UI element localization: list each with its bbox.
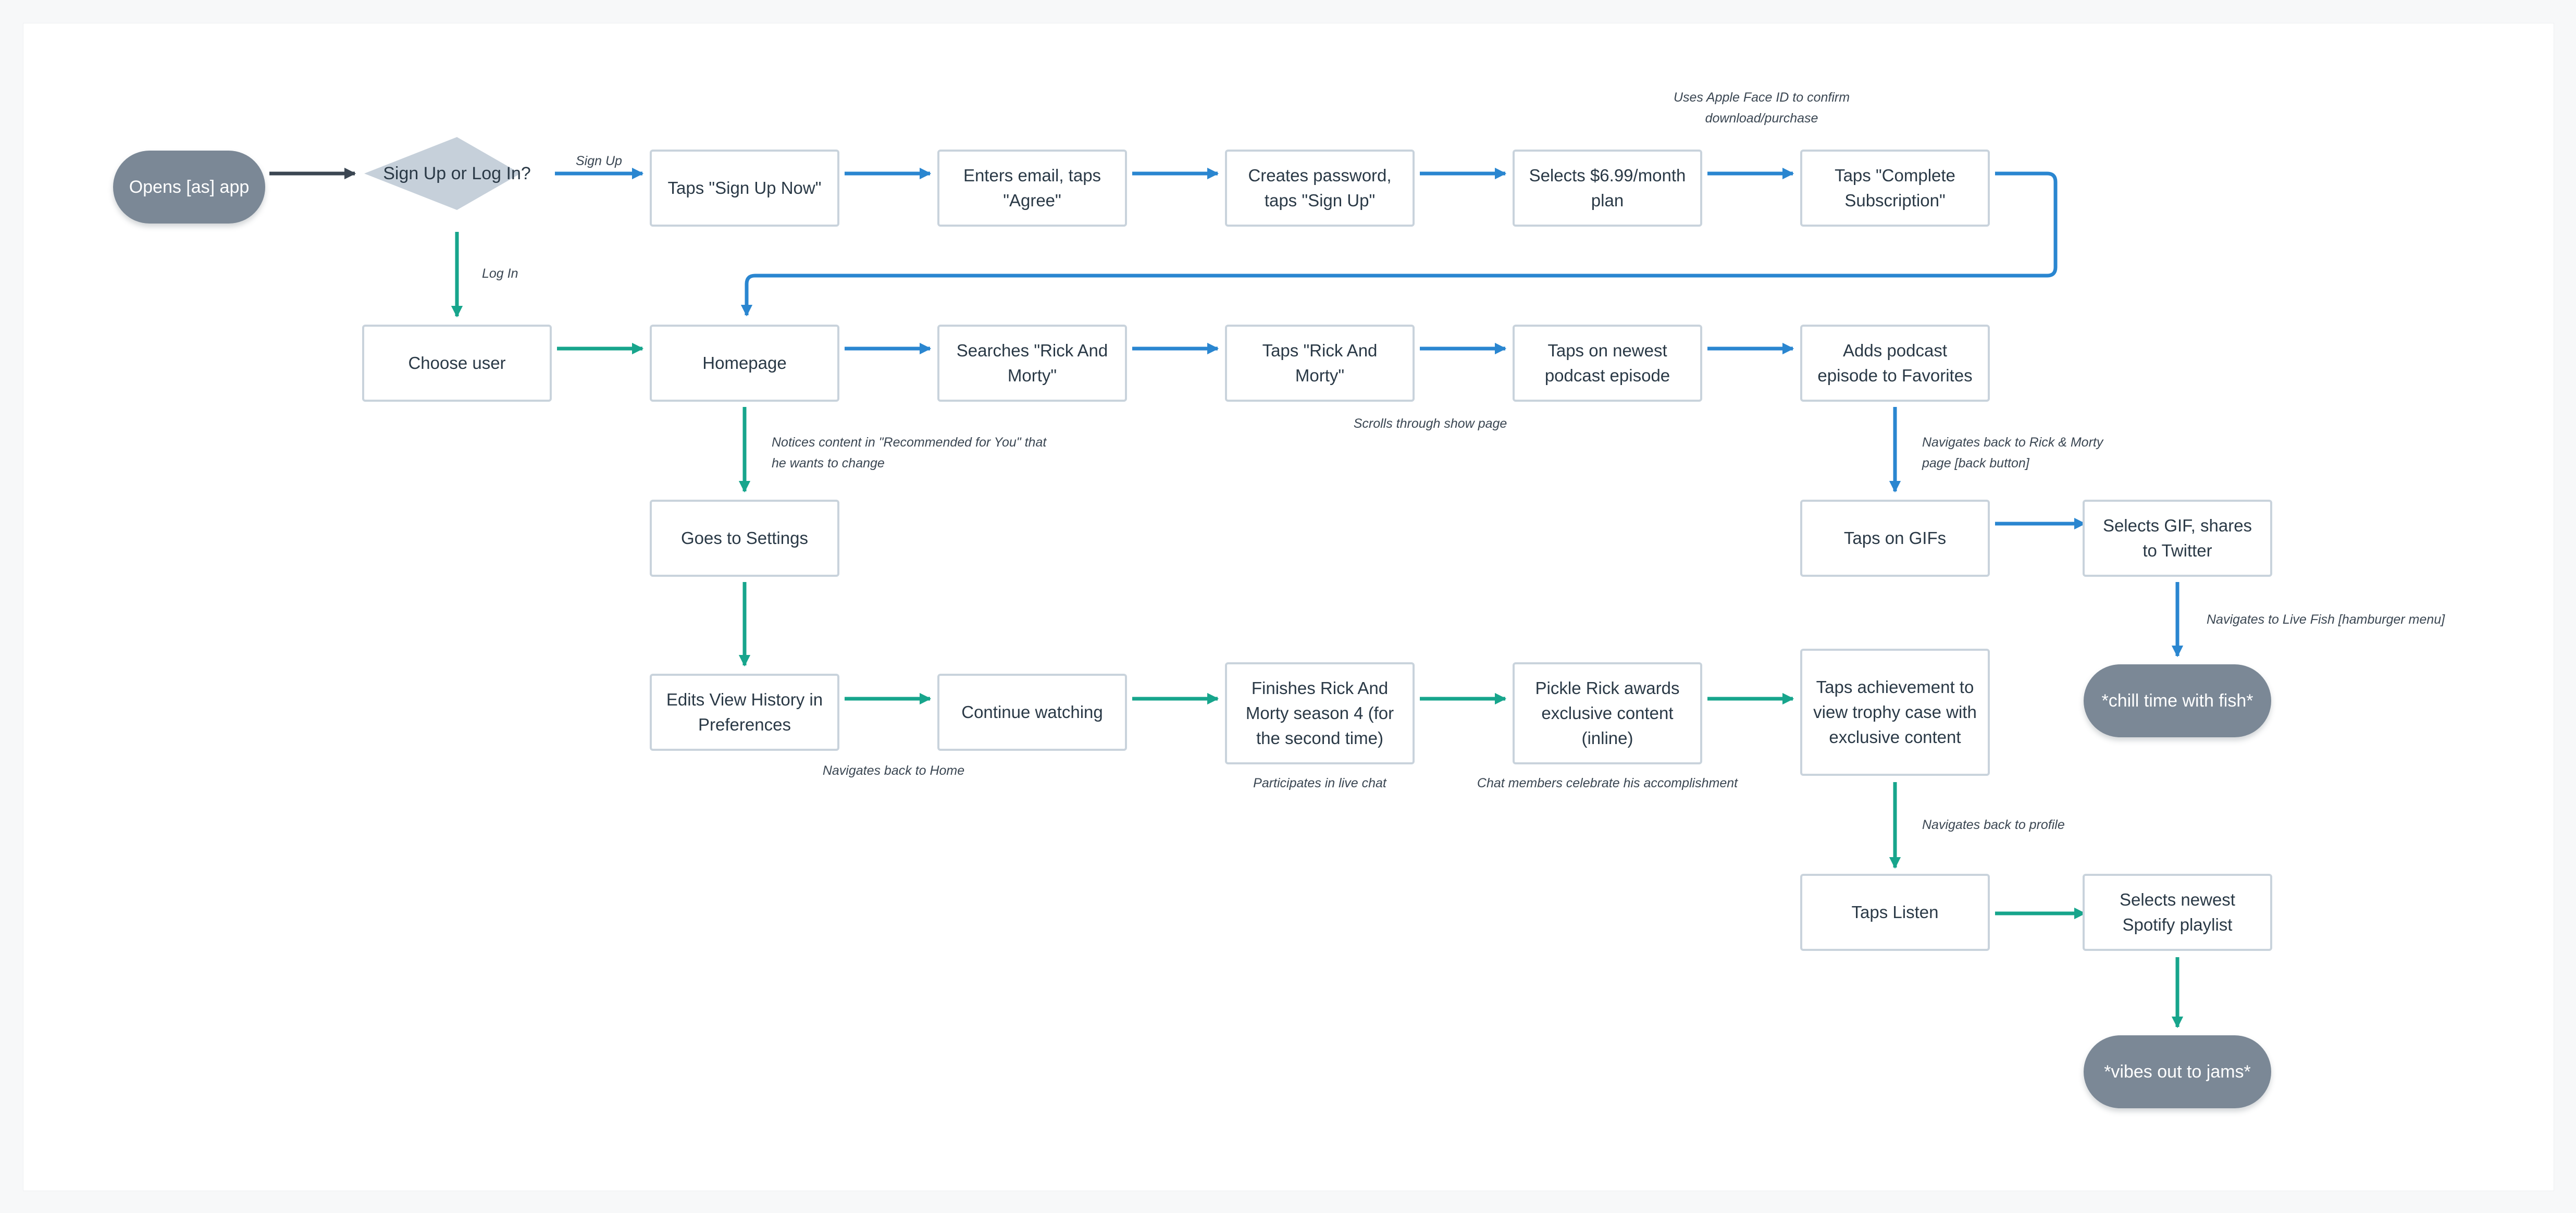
- complete-subscription-step: Taps "Complete Subscription": [1800, 150, 1990, 227]
- create-password-step: Creates password, taps "Sign Up": [1225, 150, 1415, 227]
- scroll-note: Scrolls through show page: [1353, 416, 1507, 431]
- live-fish-note: Navigates to Live Fish [hamburger menu]: [2207, 612, 2445, 627]
- spotify-step: Selects newest Spotify playlist: [2083, 874, 2272, 951]
- taps-sign-up-now-step: Taps "Sign Up Now": [650, 150, 839, 227]
- face-id-note: Uses Apple Face ID to confirm download/p…: [1673, 90, 1850, 126]
- navigates-home-note: Navigates back to Home: [822, 763, 965, 778]
- flow-canvas: Opens [as] app Sign Up or Log In? Sign U…: [23, 23, 2554, 1191]
- selects-gif-step: Selects GIF, shares to Twitter: [2083, 500, 2272, 577]
- signup-branch-label: Sign Up: [576, 154, 622, 168]
- goes-to-settings-step: Goes to Settings: [650, 500, 839, 577]
- homepage-step: Homepage: [650, 325, 839, 402]
- select-plan-step: Selects $6.99/month plan: [1513, 150, 1702, 227]
- chill-end-terminal: *chill time with fish*: [2084, 664, 2271, 737]
- arrow-complete-to-homepage: [740, 171, 2058, 317]
- back-to-show-note: Navigates back to Rick & Morty page [bac…: [1922, 435, 2103, 471]
- continue-watching-step: Continue watching: [937, 674, 1127, 751]
- decision-label: Sign Up or Log In?: [383, 163, 531, 183]
- recommended-note: Notices content in "Recommended for You"…: [772, 435, 1047, 471]
- newest-episode-step: Taps on newest podcast episode: [1513, 325, 1702, 402]
- celebrate-note: Chat members celebrate his accomplishmen…: [1477, 776, 1738, 790]
- vibes-end-terminal: *vibes out to jams*: [2084, 1035, 2271, 1108]
- back-to-profile-note: Navigates back to profile: [1922, 818, 2065, 832]
- flow-connectors: [269, 137, 2184, 1029]
- taps-show-step: Taps "Rick And Morty": [1225, 325, 1415, 402]
- enter-email-step: Enters email, taps "Agree": [937, 150, 1127, 227]
- start-terminal: Opens [as] app: [113, 151, 265, 224]
- decision-diamond: [364, 137, 521, 210]
- finishes-season-step: Finishes Rick And Morty season 4 (for th…: [1225, 662, 1415, 764]
- choose-user-step: Choose user: [362, 325, 552, 402]
- taps-achievement-step: Taps achievement to view trophy case wit…: [1800, 649, 1990, 776]
- live-chat-note: Participates in live chat: [1253, 776, 1386, 790]
- pickle-rick-step: Pickle Rick awards exclusive content (in…: [1513, 662, 1702, 764]
- search-step: Searches "Rick And Morty": [937, 325, 1127, 402]
- taps-gifs-step: Taps on GIFs: [1800, 500, 1990, 577]
- login-branch-label: Log In: [482, 266, 518, 281]
- edit-history-step: Edits View History in Preferences: [650, 674, 839, 751]
- add-favorites-step: Adds podcast episode to Favorites: [1800, 325, 1990, 402]
- taps-listen-step: Taps Listen: [1800, 874, 1990, 951]
